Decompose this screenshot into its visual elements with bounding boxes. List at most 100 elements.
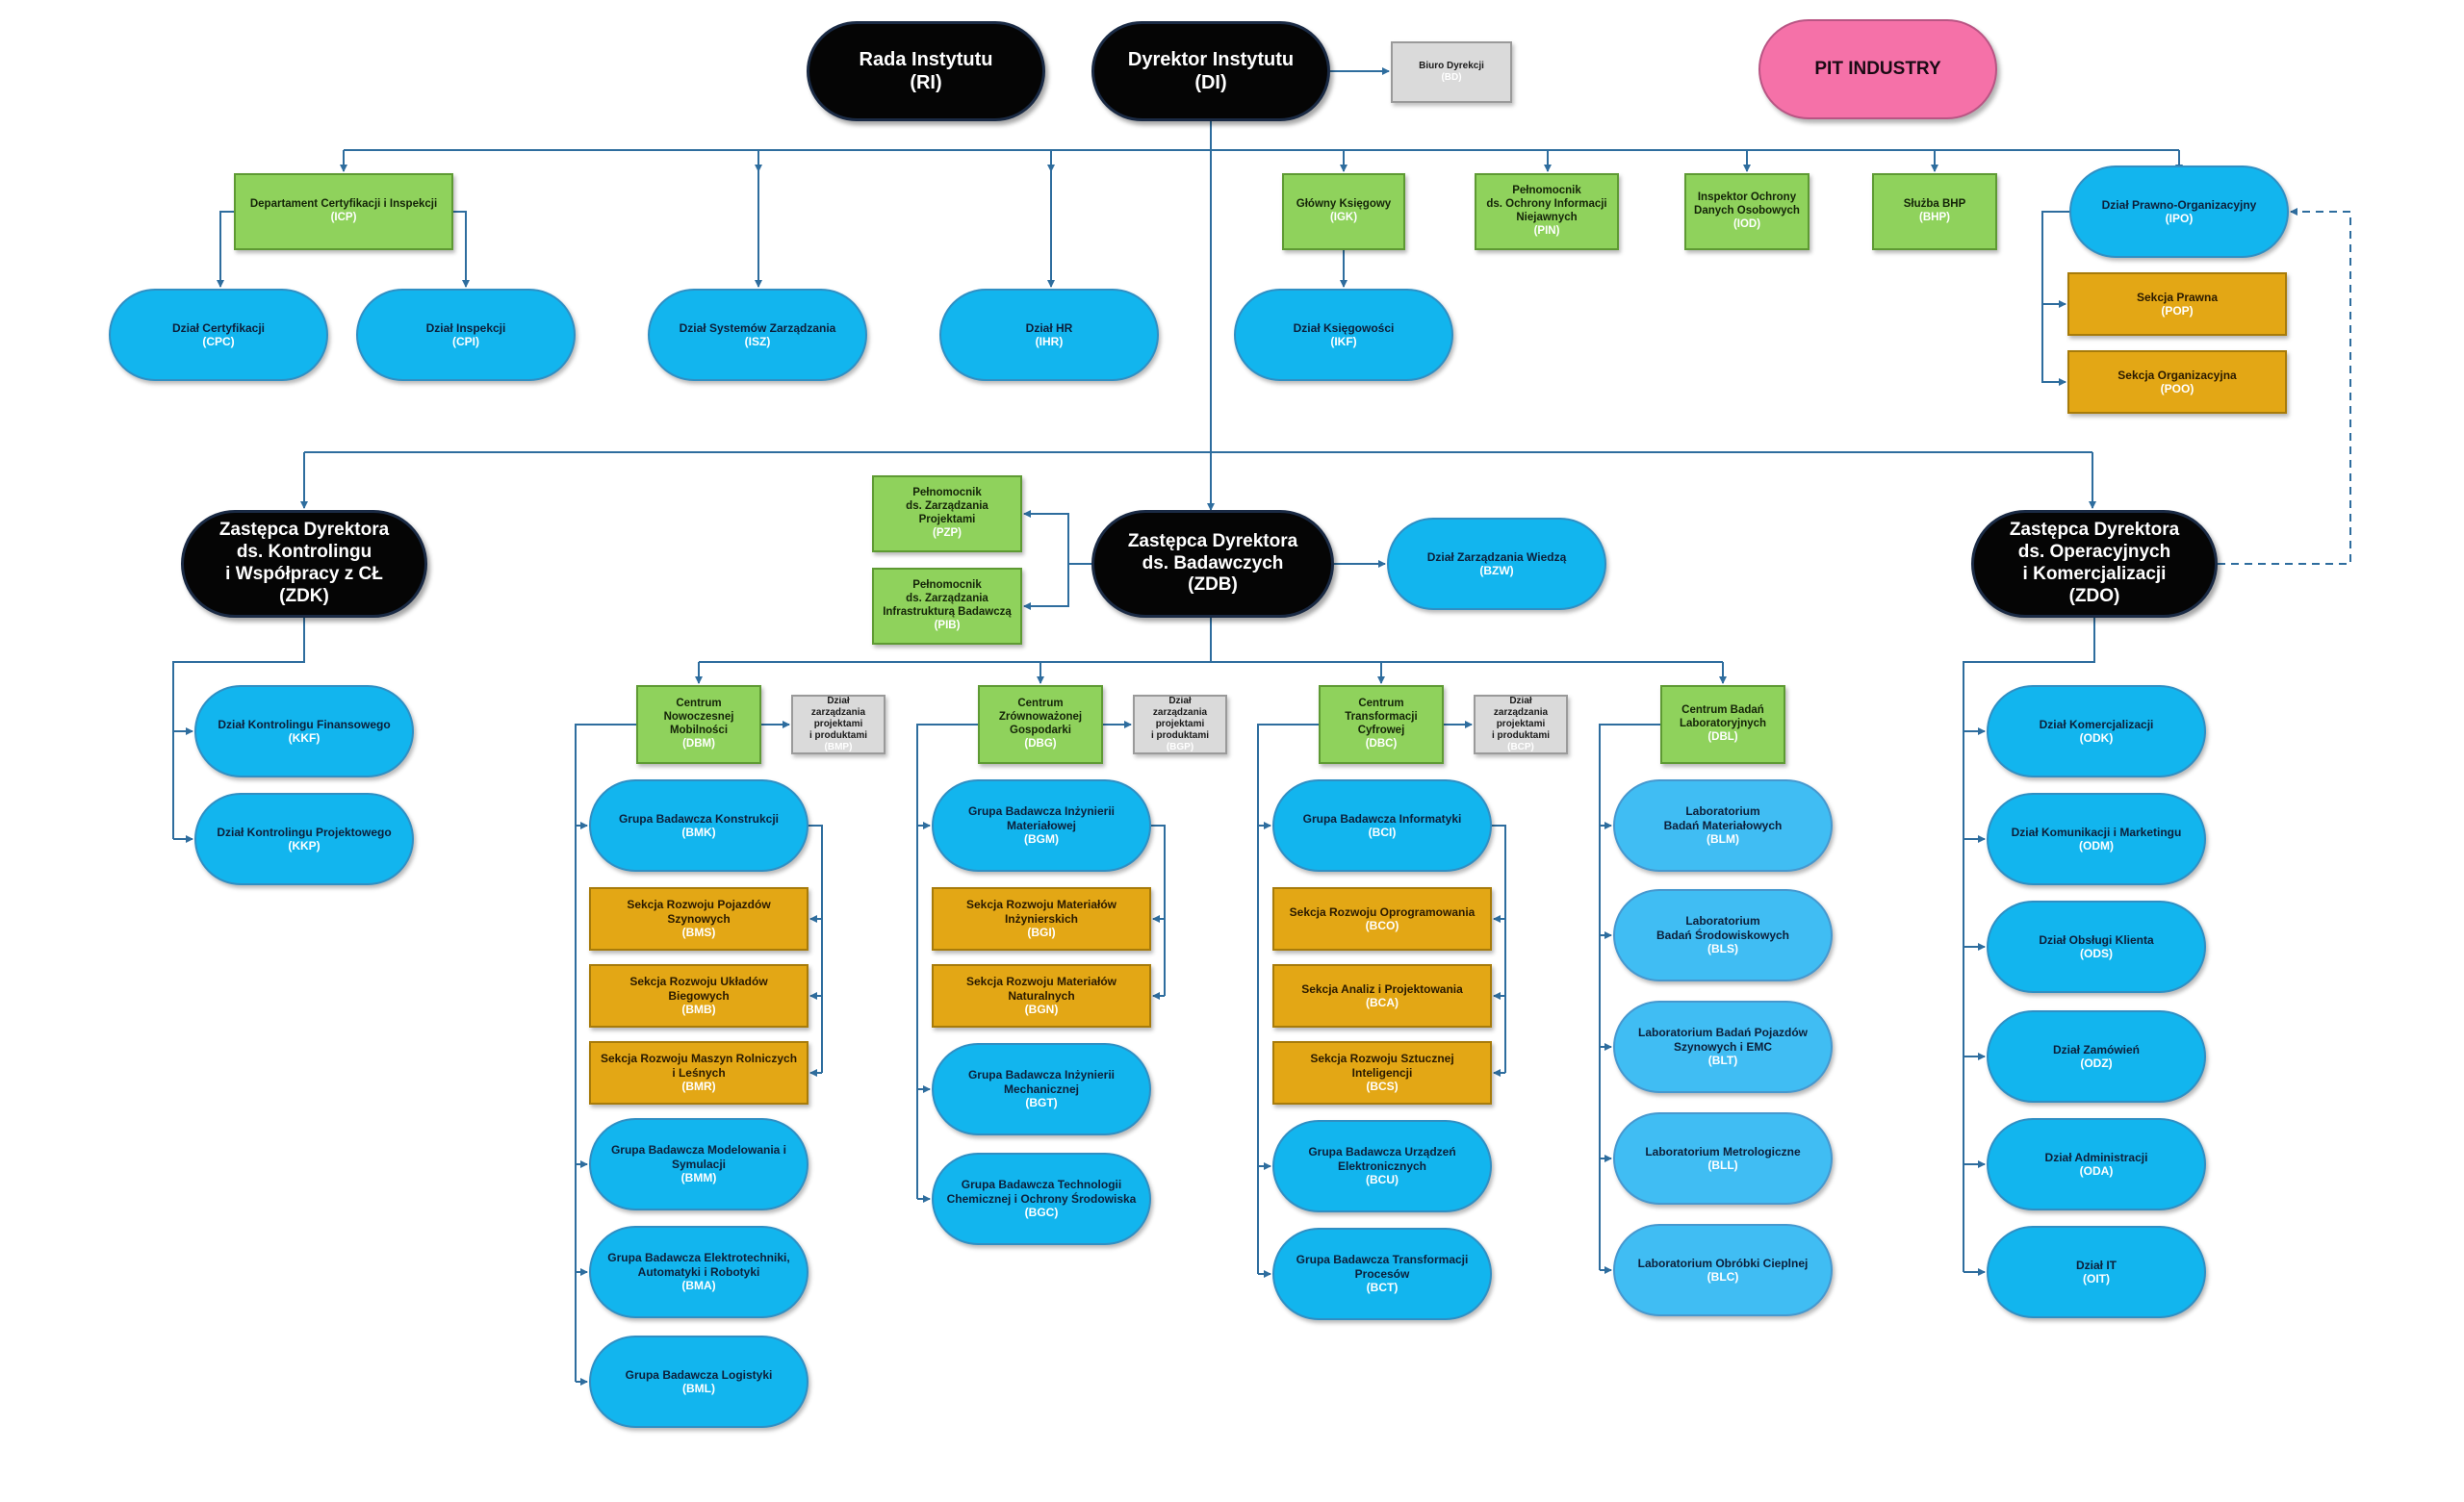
node-bls: Laboratorium Badań Środowiskowych(BLS) (1613, 889, 1833, 981)
node-code: (ODS) (2080, 947, 2113, 960)
node-title: Dział Certyfikacji (171, 320, 266, 335)
node-title: Sekcja Analiz i Projektowania (1301, 981, 1463, 996)
node-title: Sekcja Rozwoju Maszyn Rolniczych i Leśny… (600, 1052, 798, 1080)
node-code: (BGN) (1024, 1003, 1059, 1017)
node-code: (BCP) (1507, 742, 1534, 752)
node-code: (IOD) (1732, 217, 1761, 230)
node-zdb: Zastępca Dyrektora ds. Badawczych(ZDB) (1091, 510, 1334, 618)
node-code: (DBM) (682, 737, 715, 750)
node-code: (PZP) (932, 526, 962, 539)
node-code: (BGP) (1166, 742, 1194, 752)
node-code: (OIT) (2083, 1272, 2110, 1286)
node-kkf: Dział Kontrolingu Finansowego(KKF) (194, 685, 414, 777)
node-code: (BML) (682, 1382, 715, 1395)
node-title: Dział Obsługi Klienta (2039, 932, 2154, 947)
node-title: Zastępca Dyrektora ds. Operacyjnych i Ko… (2009, 520, 2180, 584)
node-pop: Sekcja Prawna(POP) (2067, 272, 2287, 336)
node-bmb: Sekcja Rozwoju Układów Biegowych(BMB) (589, 964, 808, 1028)
node-code: (BMS) (681, 926, 716, 940)
node-code: (DBL) (1707, 730, 1738, 743)
node-title: Służba BHP (1903, 198, 1966, 211)
connector-line (217, 211, 234, 288)
node-title: Dział IT (2075, 1258, 2117, 1272)
node-code: (ZDO) (2068, 585, 2120, 606)
node-title: Centrum Zrównoważonej Gospodarki (998, 698, 1083, 736)
node-code: (DBC) (1365, 737, 1398, 750)
node-code: (CPI) (452, 335, 479, 348)
node-title: Grupa Badawcza Inżynierii Mechanicznej (967, 1068, 1116, 1096)
node-bgt: Grupa Badawcza Inżynierii Mechanicznej(B… (932, 1043, 1151, 1135)
node-code: (DBG) (1024, 737, 1057, 750)
node-bml: Grupa Badawcza Logistyki(BML) (589, 1336, 808, 1428)
node-ods: Dział Obsługi Klienta(ODS) (1987, 901, 2206, 993)
node-title: Departament Certyfikacji i Inspekcji (249, 198, 438, 211)
node-dbm: Centrum Nowoczesnej Mobilności(DBM) (636, 685, 761, 764)
node-isz: Dział Systemów Zarządzania(ISZ) (648, 289, 867, 381)
node-bzw: Dział Zarządzania Wiedzą(BZW) (1387, 518, 1606, 610)
connector-line (1492, 825, 1506, 1073)
node-title: Sekcja Organizacyjna (2118, 368, 2237, 382)
node-icp: Departament Certyfikacji i Inspekcji(ICP… (234, 173, 453, 250)
node-title: Laboratorium Metrologiczne (1645, 1144, 1801, 1158)
node-ikf: Dział Księgowości(IKF) (1234, 289, 1453, 381)
node-code: (RI) (910, 72, 942, 93)
node-title: Laboratorium Badań Pojazdów Szynowych i … (1637, 1026, 1808, 1054)
node-dbl: Centrum Badań Laboratoryjnych(DBL) (1660, 685, 1785, 764)
node-title: Laboratorium Obróbki Cieplnej (1637, 1256, 1809, 1270)
node-odm: Dział Komunikacji i Marketingu(ODM) (1987, 793, 2206, 885)
node-code: (BMM) (680, 1171, 717, 1185)
node-code: (BGT) (1025, 1096, 1058, 1110)
node-kkp: Dział Kontrolingu Projektowego(KKP) (194, 793, 414, 885)
node-pit-industry: PIT INDUSTRY (1758, 19, 1997, 119)
connector-line (2218, 208, 2351, 565)
node-code: (POP) (2161, 304, 2194, 318)
node-code: (DI) (1194, 72, 1227, 93)
node-title: Dział Administracji (2044, 1150, 2148, 1164)
node-title: Grupa Badawcza Inżynierii Materiałowej (967, 804, 1116, 832)
node-title: Grupa Badawcza Technologii Chemicznej i … (946, 1178, 1137, 1206)
node-pin: Pełnomocnik ds. Ochrony Informacji Nieja… (1475, 173, 1619, 250)
connector-line (1151, 825, 1166, 996)
node-rada-instytutu: Rada Instytutu(RI) (807, 21, 1045, 121)
node-code: (BCU) (1366, 1173, 1399, 1187)
node-title: Dział Księgowości (1293, 320, 1395, 335)
node-title: Centrum Transformacji Cyfrowej (1345, 698, 1418, 736)
connector-line (1599, 724, 1660, 1270)
node-title: Rada Instytutu (859, 49, 993, 70)
node-code: (ZDK) (279, 585, 329, 606)
node-title: Grupa Badawcza Transformacji Procesów (1296, 1253, 1469, 1281)
node-title: Grupa Badawcza Informatyki (1302, 811, 1462, 826)
connector-line (916, 724, 978, 1199)
node-bmp: Dział zarządzania projektami i produktam… (791, 695, 886, 754)
node-title: Inspektor Ochrony Danych Osobowych (1694, 191, 1800, 217)
node-cpc: Dział Certyfikacji(CPC) (109, 289, 328, 381)
node-code: (BGI) (1027, 926, 1056, 940)
node-bgp: Dział zarządzania projektami i produktam… (1133, 695, 1227, 754)
node-bgc: Grupa Badawcza Technologii Chemicznej i … (932, 1153, 1151, 1245)
node-odk: Dział Komercjalizacji(ODK) (1987, 685, 2206, 777)
node-code: (BLM) (1707, 832, 1739, 847)
node-title: Dział Kontrolingu Finansowego (218, 717, 391, 731)
node-title: Dział Prawno-Organizacyjny (2101, 197, 2257, 212)
node-dbc: Centrum Transformacji Cyfrowej(DBC) (1319, 685, 1444, 764)
node-code: (IHR) (1035, 335, 1064, 348)
node-code: (BMA) (681, 1279, 716, 1293)
node-title: Centrum Badań Laboratoryjnych (1679, 704, 1767, 730)
node-title: Dział Komunikacji i Marketingu (2011, 825, 2182, 839)
connector-line (808, 825, 823, 1073)
node-code: (BCO) (1365, 919, 1399, 932)
node-odz: Dział Zamówień(ODZ) (1987, 1010, 2206, 1103)
node-code: (ISZ) (744, 335, 771, 348)
node-title: Sekcja Rozwoju Sztucznej Inteligencji (1310, 1052, 1454, 1080)
connector-line (1210, 618, 1723, 663)
node-igk: Główny Księgowy(IGK) (1282, 173, 1405, 250)
node-title: Biuro Dyrekcji (1419, 61, 1484, 71)
node-title: Dział Inspekcji (425, 320, 506, 335)
node-title: Sekcja Rozwoju Materiałów Inżynierskich (965, 898, 1117, 926)
connector-line (1257, 724, 1319, 1274)
node-code: (ODA) (2079, 1164, 2114, 1178)
node-code: (BMK) (681, 826, 716, 839)
node-title: Sekcja Rozwoju Pojazdów Szynowych (627, 898, 771, 926)
node-iod: Inspektor Ochrony Danych Osobowych(IOD) (1684, 173, 1810, 250)
node-ipo: Dział Prawno-Organizacyjny(IPO) (2069, 165, 2289, 258)
